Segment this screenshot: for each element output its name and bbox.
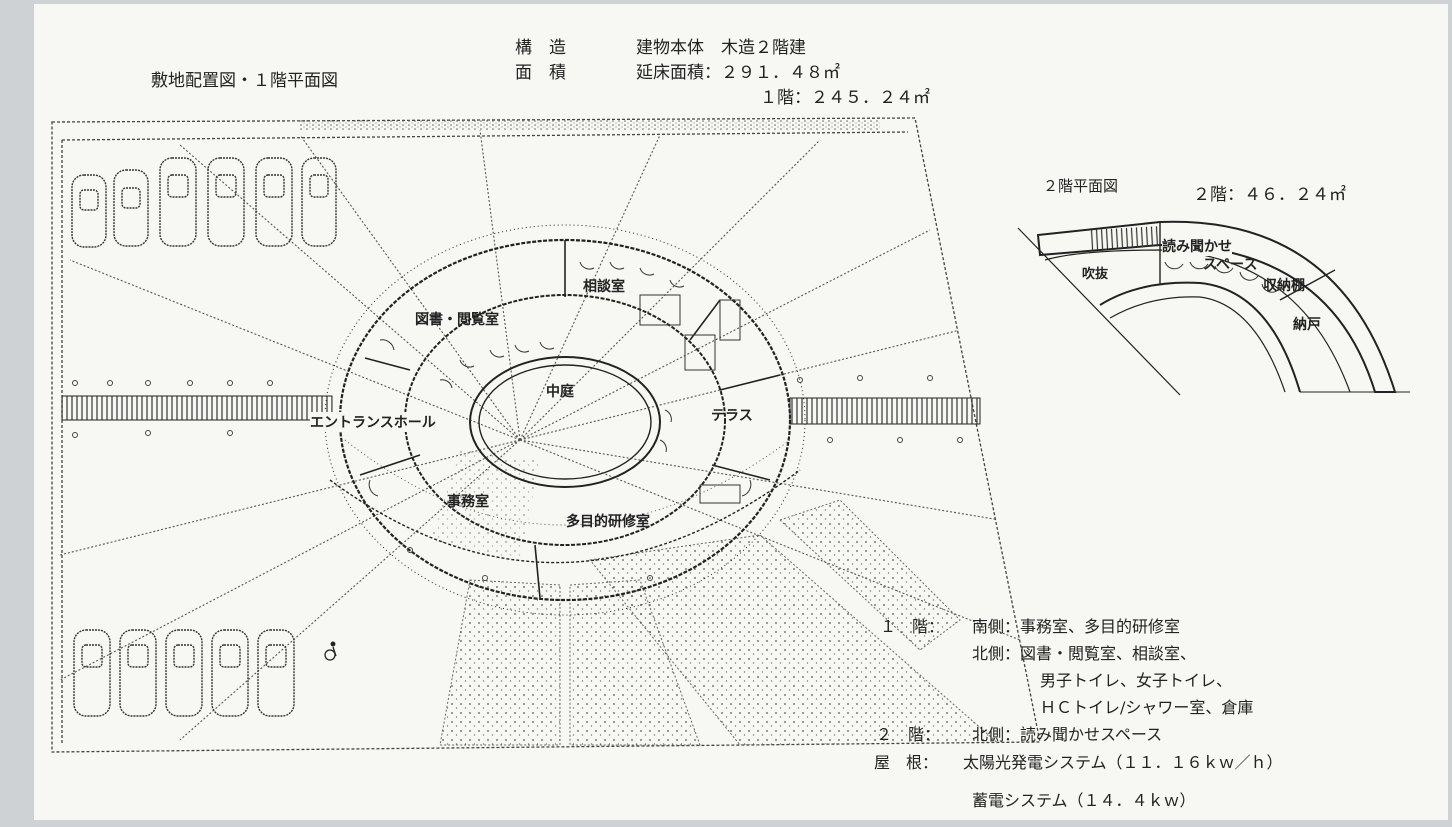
label-training: 多目的研修室 bbox=[566, 514, 650, 530]
floor2-area: ２階：４６．２４㎡ bbox=[1193, 185, 1346, 205]
floor2-title: ２階平面図 bbox=[1043, 177, 1119, 195]
floor2-closet: 納戸 bbox=[1293, 317, 1321, 333]
note-solar: 太陽光発電システム（１１．１６ｋｗ／ｈ） bbox=[963, 753, 1283, 772]
label-consultation: 相談室 bbox=[583, 279, 625, 295]
note-toilets: 男子トイレ、女子トイレ、 bbox=[1040, 671, 1233, 690]
site-boundary bbox=[51, 117, 1041, 753]
note-floor1-north: 北側：図書・閲覧室、相談室、 bbox=[972, 644, 1197, 663]
restroom-fixtures bbox=[639, 294, 741, 504]
note-hc-toilet: ＨＣトイレ/シャワー室、倉庫 bbox=[1040, 698, 1254, 717]
site-plan-title: 敷地配置図・１階平面図 bbox=[151, 71, 338, 91]
label-office: 事務室 bbox=[447, 494, 489, 510]
floor2-storytelling-2: スペース bbox=[1203, 257, 1258, 273]
west-walkway bbox=[61, 395, 333, 421]
label-reading-room: 図書・閲覧室 bbox=[415, 312, 499, 328]
note-battery: 蓄電システム（１４．４ｋｗ） bbox=[972, 791, 1196, 810]
structure-label: 構 造 bbox=[515, 38, 566, 58]
wheelchair-icon bbox=[324, 641, 337, 661]
area-label: 面 積 bbox=[515, 63, 566, 83]
floor2-void: 吹抜 bbox=[1082, 267, 1109, 282]
floor2-shelf-arcs bbox=[1164, 261, 1279, 293]
note-floor2: 北側：読み聞かせスペース bbox=[972, 725, 1163, 744]
floor2-stairs bbox=[1089, 226, 1161, 250]
car-icon bbox=[73, 629, 295, 717]
paved-plaza bbox=[430, 450, 1002, 746]
courtyard bbox=[469, 356, 661, 488]
label-courtyard: 中庭 bbox=[546, 384, 574, 400]
label-entrance: エントランスホール bbox=[310, 412, 436, 432]
area-floor1: １階：２４５．２４㎡ bbox=[760, 88, 930, 108]
south-walkway bbox=[329, 469, 801, 564]
door-swing-icon bbox=[368, 261, 752, 497]
note-floor1-south: 南側：事務室、多目的研修室 bbox=[972, 617, 1181, 636]
note-floor2-label: ２ 階： bbox=[876, 725, 941, 744]
label-terrace: テラス bbox=[711, 408, 753, 424]
floor2-storage-shelf: 収納棚 bbox=[1263, 278, 1305, 294]
note-roof-label: 屋 根： bbox=[874, 753, 939, 772]
bollards bbox=[72, 375, 963, 581]
car-icon bbox=[71, 157, 337, 248]
structure-value: 建物本体 木造２階建 bbox=[636, 38, 806, 58]
area-value: 延床面積：２９１．４８㎡ bbox=[636, 63, 840, 83]
floor2-storytelling: 読み聞かせ bbox=[1162, 236, 1232, 256]
note-floor1-label: １ 階： bbox=[880, 617, 945, 636]
east-walkway bbox=[789, 397, 981, 425]
north-hedge bbox=[300, 120, 880, 130]
